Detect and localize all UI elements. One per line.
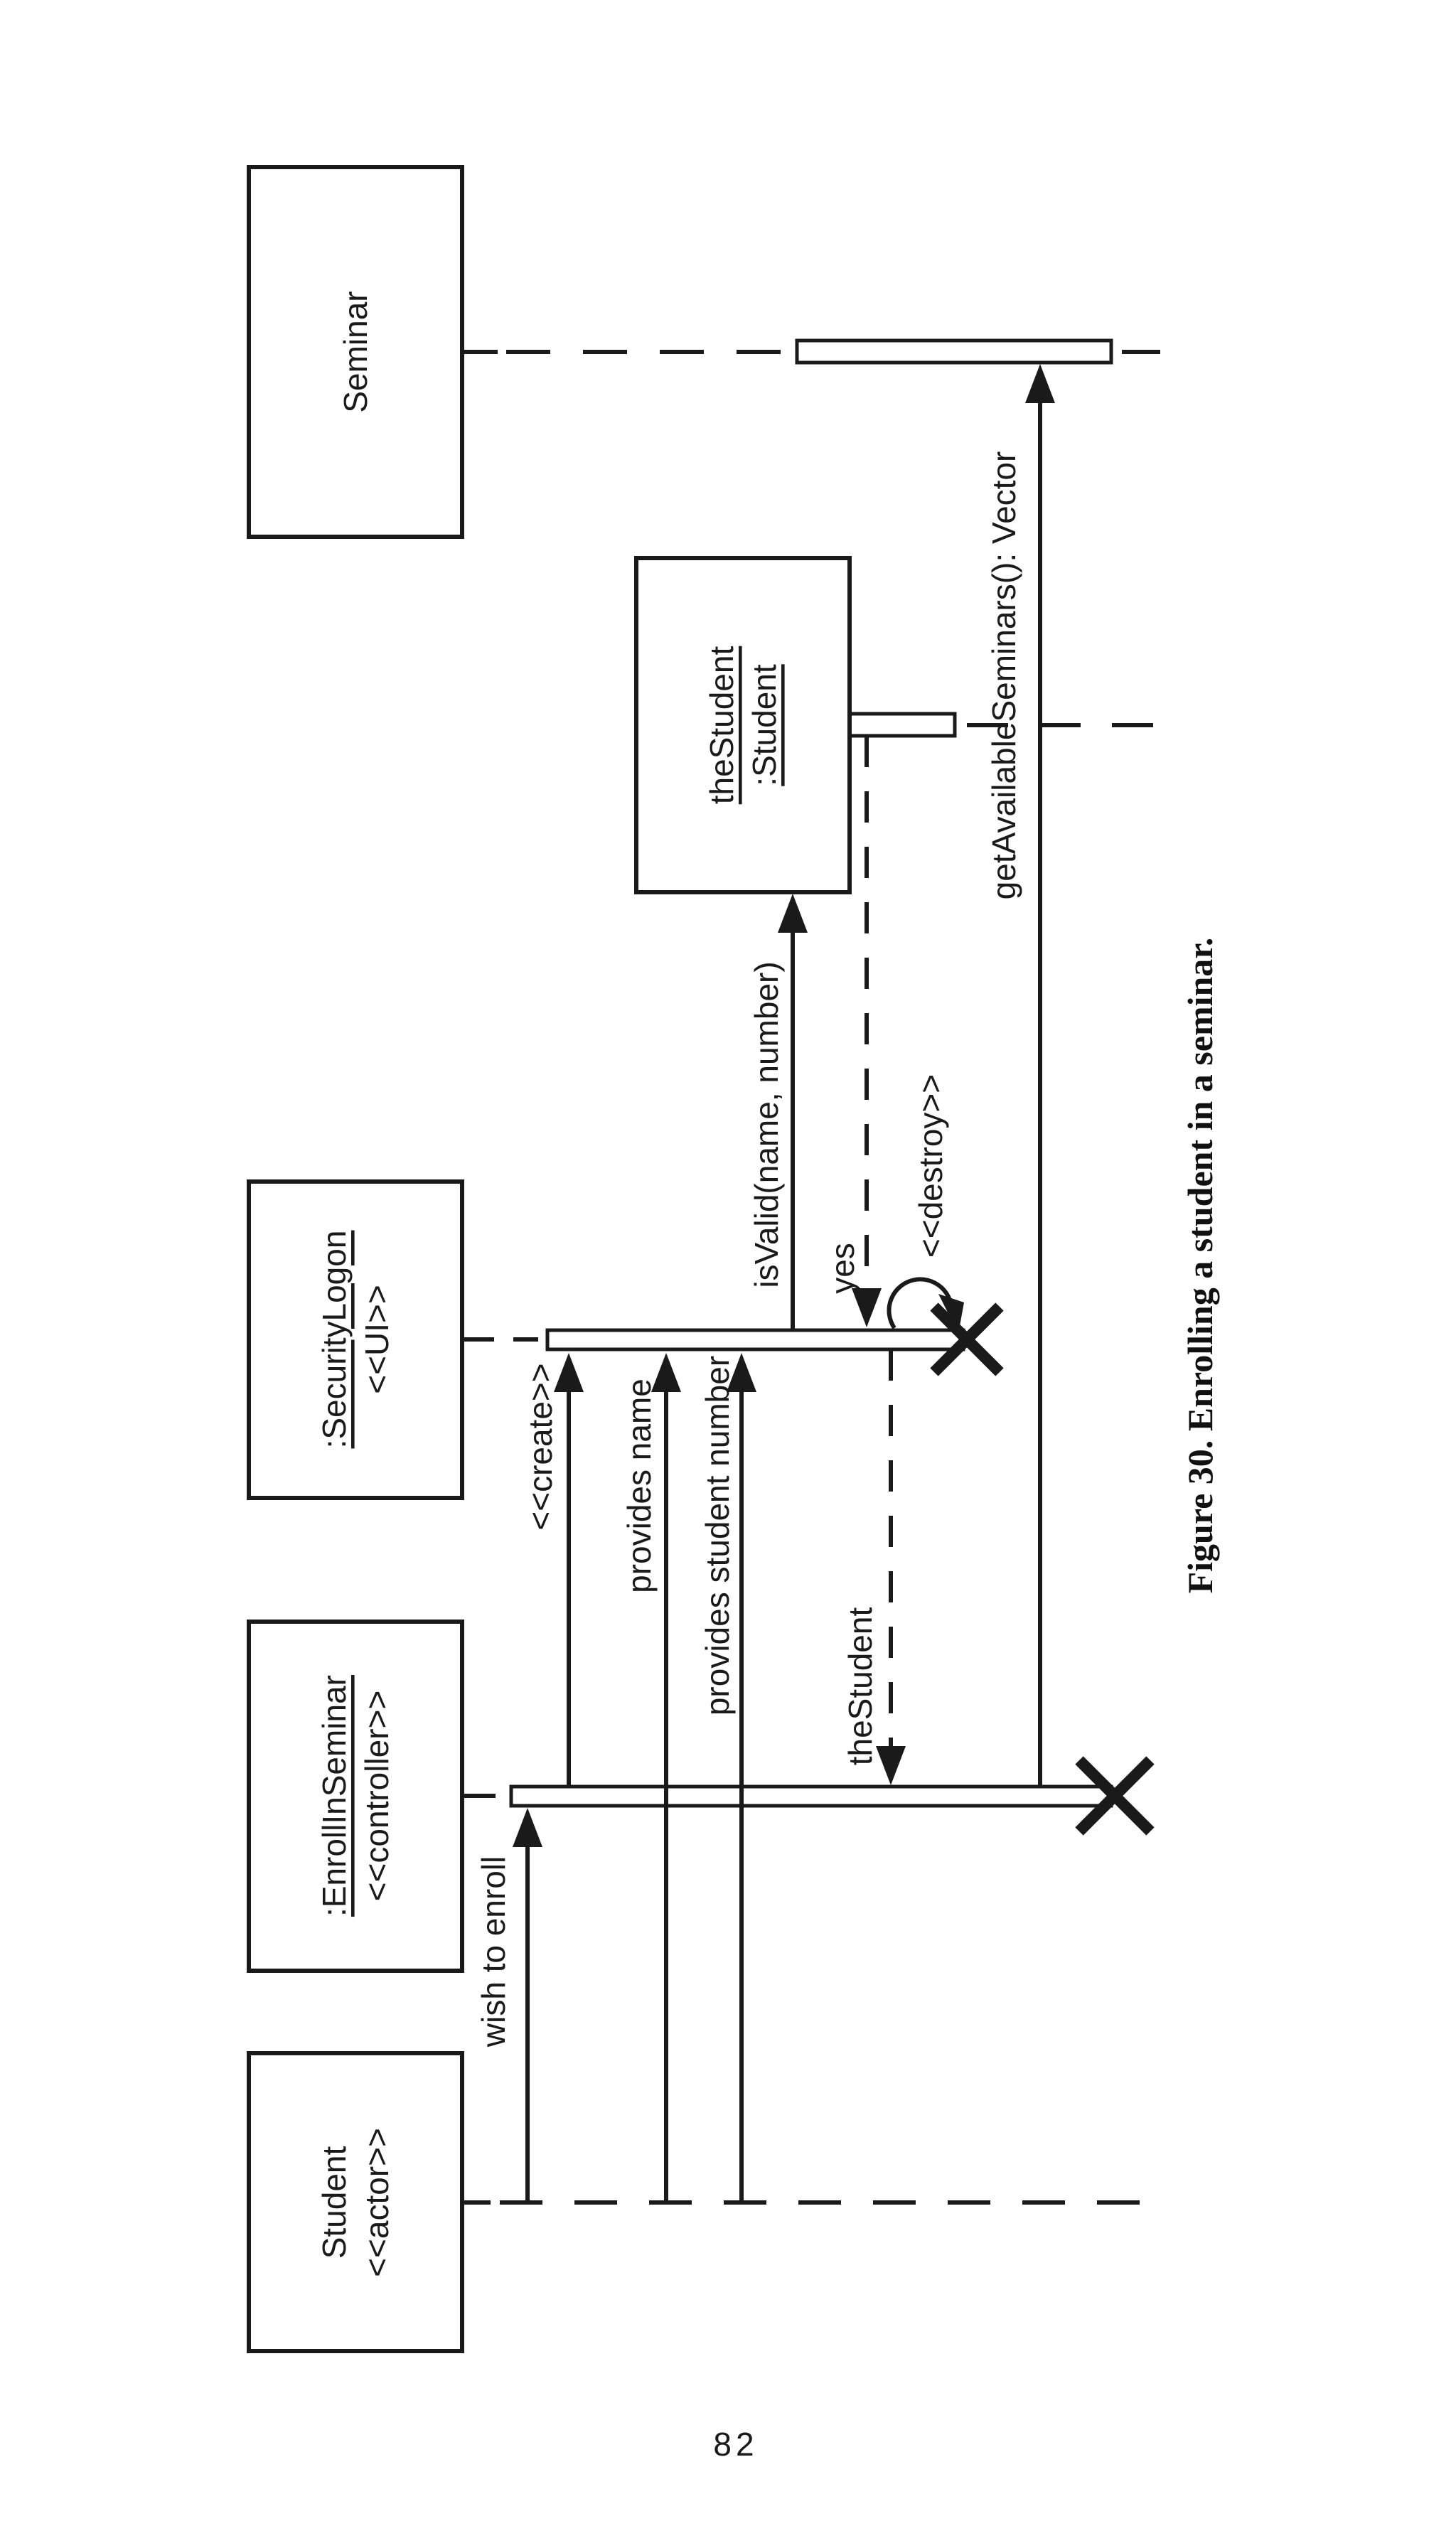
message-label: getAvailableSeminars(): Vector (985, 451, 1022, 900)
message-label: theStudent (842, 1607, 879, 1766)
activation-bar-theStudent (847, 712, 957, 738)
securityLogon-name-label: :SecurityLogon (316, 1231, 353, 1449)
arrowhead-icon (651, 1353, 681, 1392)
page-number: 82 (713, 2426, 758, 2463)
message-label: provides student number (699, 1356, 736, 1715)
activation-bar-seminar (795, 338, 1113, 365)
arrowhead-icon (876, 1746, 906, 1785)
student-stereotype-label: <<actor>> (358, 2128, 395, 2277)
enrollInSeminar-name-label: :EnrollInSeminar (316, 1675, 353, 1917)
object-box-enrollInSeminar (247, 1620, 464, 1973)
figure-caption: Figure 30. Enrolling a student in a semi… (1180, 938, 1220, 1594)
arrowhead-icon (852, 1288, 882, 1327)
securityLogon-stereotype-label: <<UI>> (358, 1285, 395, 1393)
theStudent-name-label: theStudent (703, 646, 740, 805)
message-provides-name: provides name (621, 1353, 681, 2202)
message-wish-to-enroll: wish to enroll (475, 1808, 542, 2202)
object-box-theStudent (634, 556, 852, 894)
message-label: <<create>> (522, 1363, 559, 1530)
message-isValid: isValid(name, number) (748, 894, 808, 1330)
student-name-label: Student (316, 2146, 353, 2259)
theStudent-class-label: :Student (746, 664, 783, 786)
enrollInSeminar-stereotype-label: <<controller>> (358, 1691, 395, 1902)
message-provides-student-number: provides student number (699, 1353, 756, 2202)
destroy-x-icon-securityLogon (930, 1302, 1004, 1376)
x-stroke (1075, 1756, 1155, 1836)
message-theStudent-return: theStudent (842, 1349, 906, 1785)
message-create: <<create>> (522, 1353, 584, 1787)
message-label: isValid(name, number) (748, 961, 785, 1288)
object-box-securityLogon (247, 1179, 464, 1500)
arrowhead-icon (513, 1808, 542, 1847)
message-label: <<destroy>> (912, 1074, 949, 1258)
arrowhead-icon (1025, 364, 1055, 403)
destroy-x-icon-enrollInSeminar (1075, 1756, 1155, 1836)
activation-bar-securityLogon (545, 1328, 965, 1351)
arrowhead-icon (554, 1353, 584, 1392)
seminar-label: Seminar (337, 291, 374, 412)
arrowhead-icon (727, 1353, 756, 1392)
message-yes-return: yes (824, 736, 882, 1327)
message-destroy-self: <<destroy>> (887, 1074, 964, 1334)
message-label: provides name (621, 1379, 658, 1593)
message-label: yes (824, 1243, 861, 1294)
message-label: wish to enroll (475, 1856, 512, 2048)
actor-box-student (247, 2051, 464, 2353)
x-stroke (930, 1302, 1004, 1376)
arrowhead-icon (778, 894, 808, 933)
message-getAvailableSeminars: getAvailableSeminars(): Vector (985, 364, 1055, 1787)
class-box-seminar (247, 165, 464, 539)
activation-bar-enrollInSeminar (509, 1784, 1113, 1808)
